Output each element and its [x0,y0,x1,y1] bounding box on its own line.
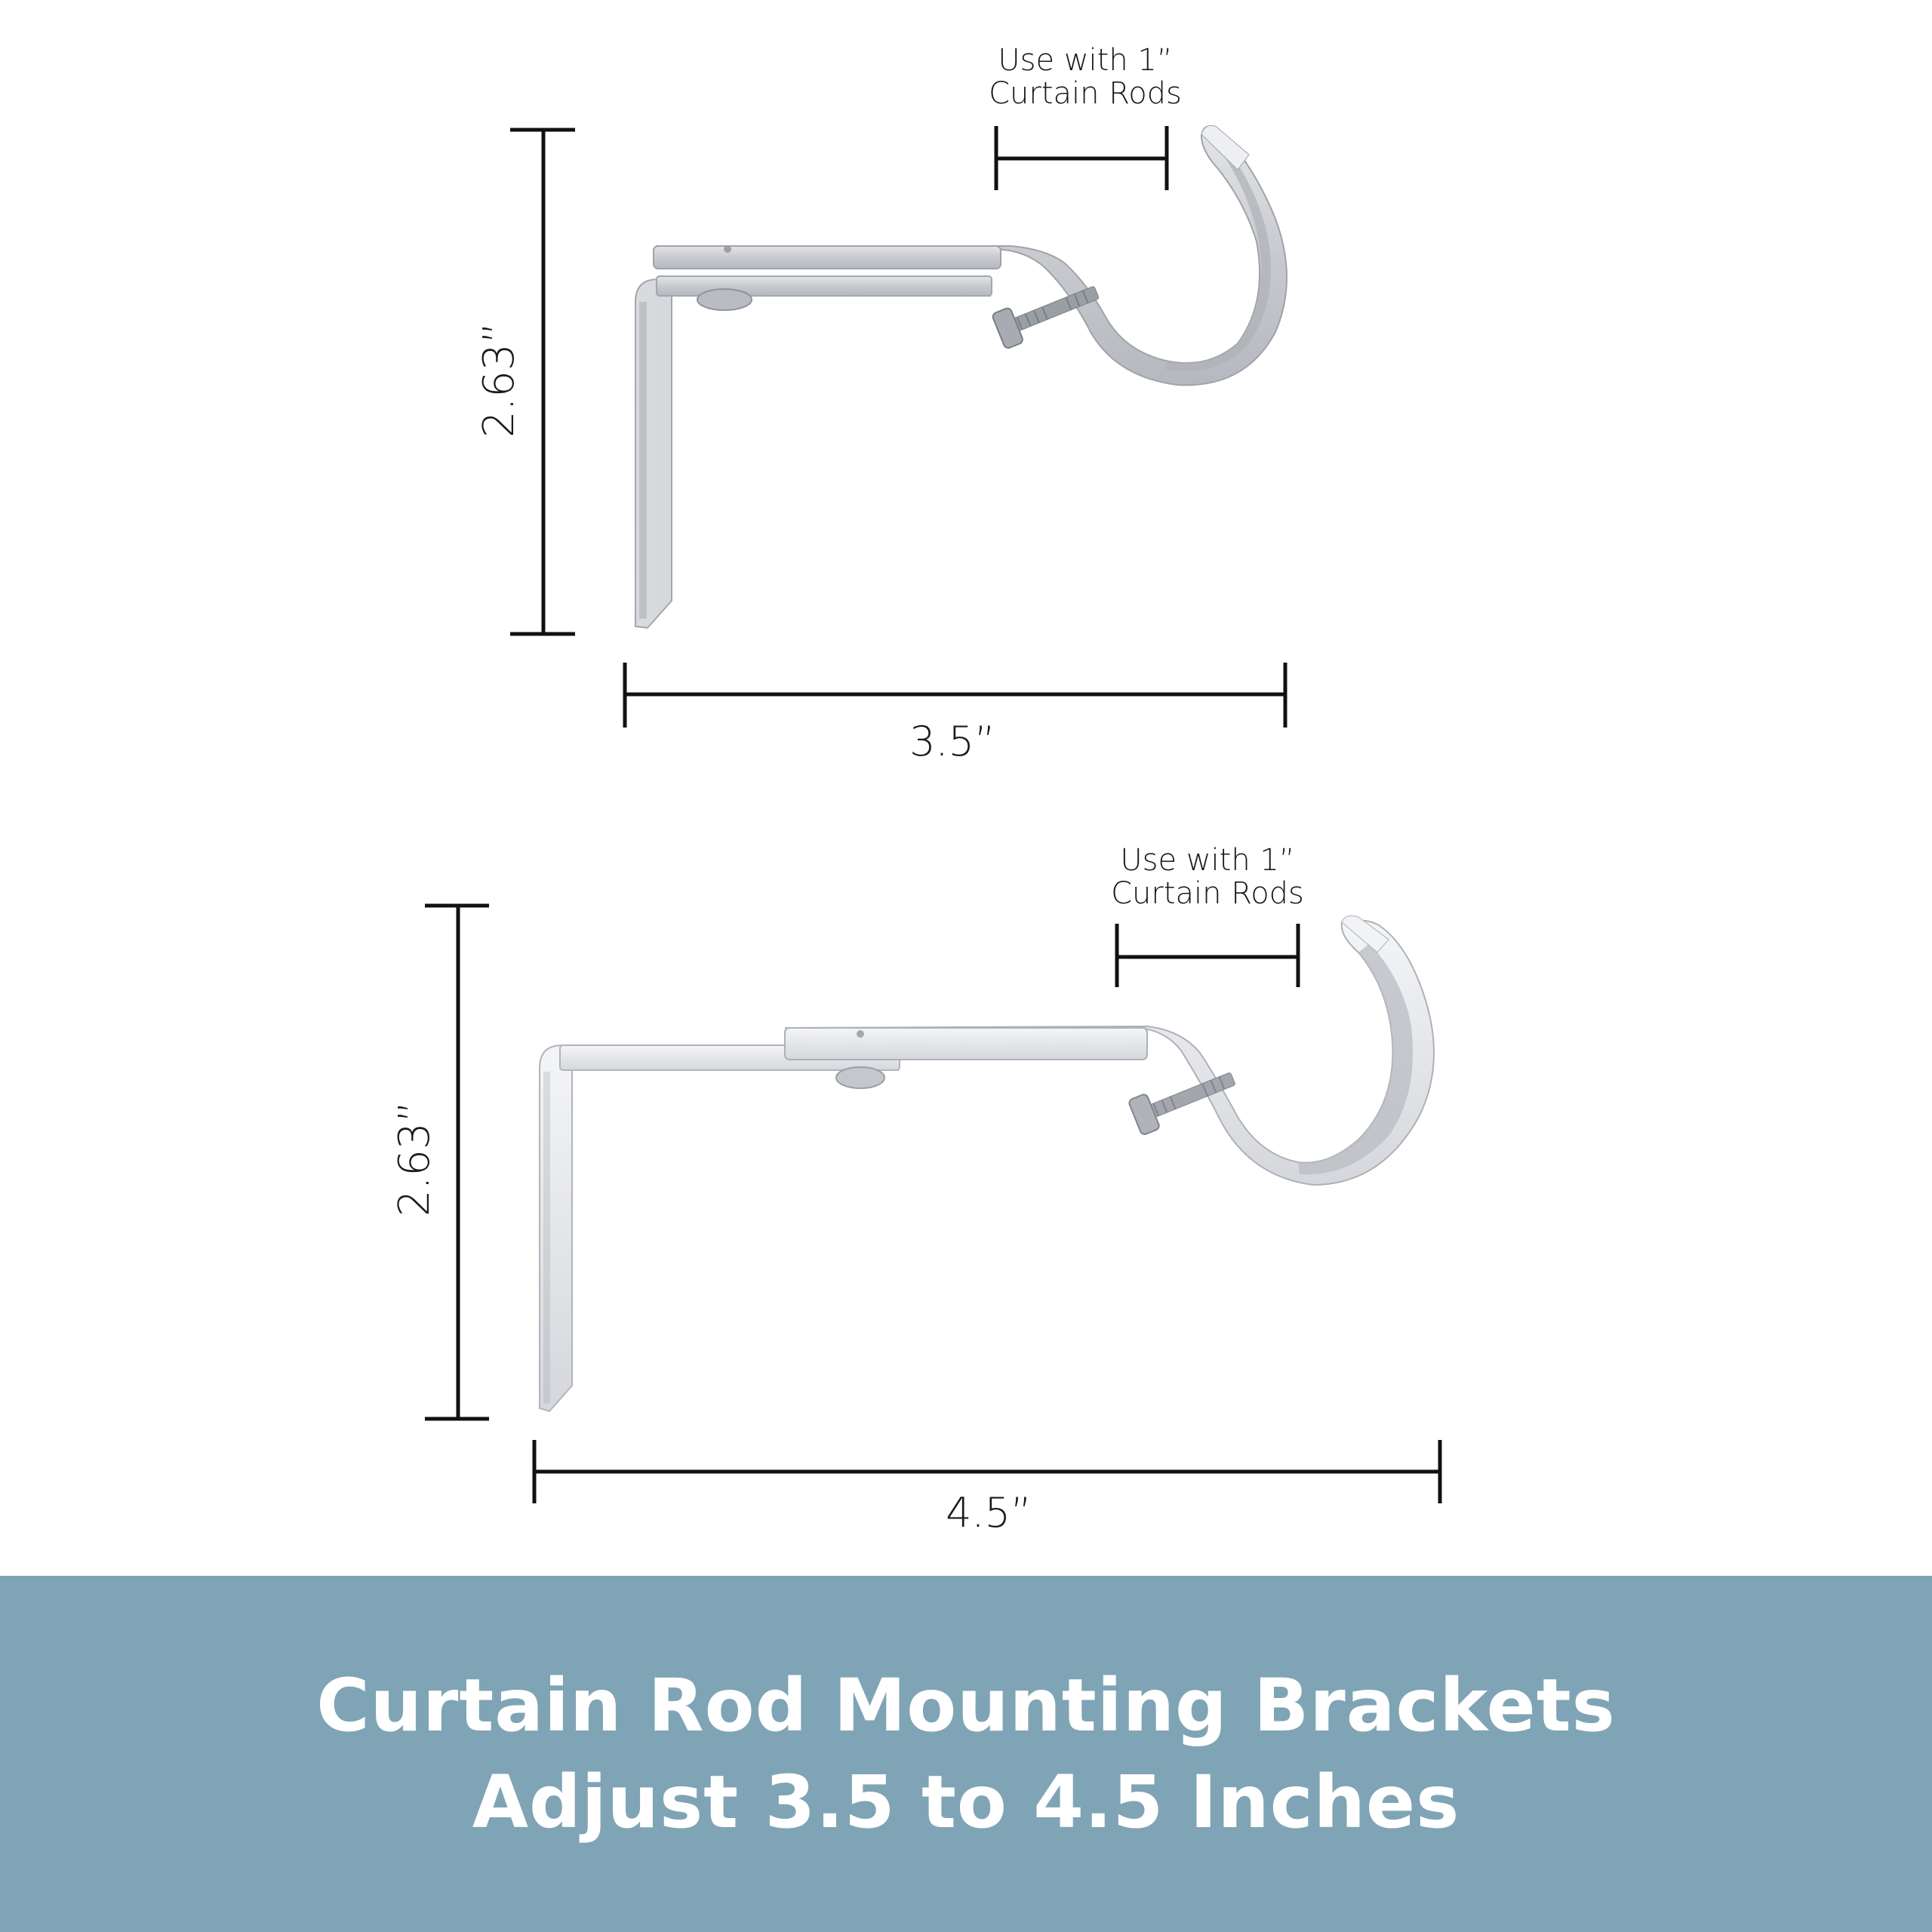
bracket-bottom-screw-head [835,1066,885,1089]
rod-note-line1: Use with 1” [1120,843,1295,878]
bracket-top-hook-arm [653,125,1287,386]
banner-title: Curtain Rod Mounting Brackets [316,1663,1616,1748]
bracket-bottom-wall-plate [539,1044,900,1413]
bracket-bottom-thumb-screw [1128,1072,1235,1135]
bracket-bottom-dimension-lines [425,903,1442,1503]
bracket-top-wall-plate [635,275,992,629]
bracket-top-rod-note: Use with 1” Curtain Rods [981,44,1189,110]
bracket-top-dimension-lines [510,126,1287,728]
bracket-top-height-label: 2.63” [475,321,524,438]
rod-note-line2: Curtain Rods [1111,876,1304,911]
rod-note-line1: Use with 1” [998,43,1173,78]
bracket-top-screw-head [697,288,752,311]
diagram-canvas: Use with 1” Curtain Rods 2.63” 3.5” Use … [390,44,1442,1537]
dimension-diagram [425,125,1442,1503]
bracket-bottom-width-label: 4.5” [946,1489,1032,1537]
bracket-top-thumb-screw [992,286,1100,349]
bracket-top-width-label: 3.5” [909,718,995,765]
bracket-top [635,125,1287,629]
bracket-bottom-rod-note: Use with 1” Curtain Rods [1103,844,1312,910]
title-banner: Curtain Rod Mounting Brackets Adjust 3.5… [0,1576,1932,1932]
bracket-bottom-height-label: 2.63” [390,1100,439,1217]
banner-subtitle: Adjust 3.5 to 4.5 Inches [472,1760,1460,1844]
rod-note-line2: Curtain Rods [989,76,1182,111]
bracket-bottom [539,915,1435,1413]
bracket-bottom-hook-arm [784,915,1435,1186]
